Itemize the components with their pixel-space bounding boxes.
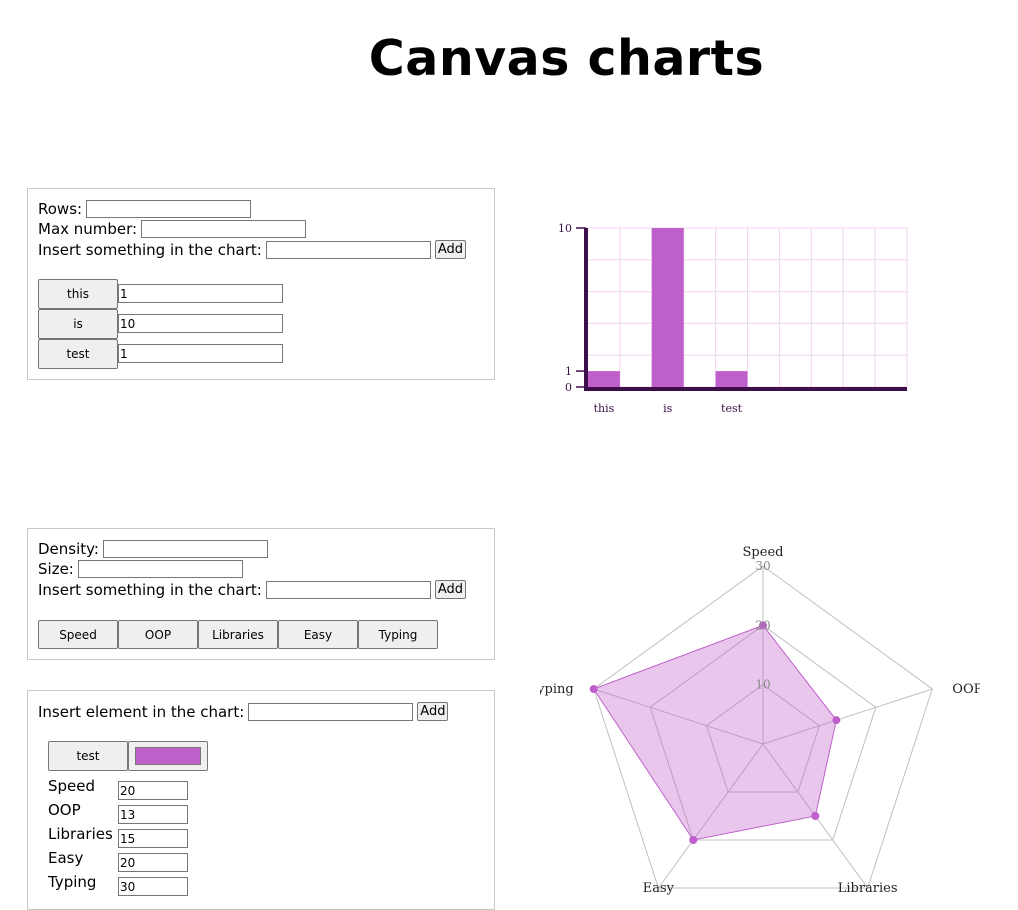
stat-input-oop[interactable] <box>118 805 188 824</box>
radar-ring <box>705 684 821 793</box>
stat-input-speed[interactable] <box>118 781 188 800</box>
bar-item-button[interactable]: this <box>38 279 118 309</box>
max-number-input[interactable] <box>141 220 307 238</box>
radar-spoke <box>593 688 764 745</box>
stat-input-typing[interactable] <box>118 877 188 896</box>
radar-point <box>832 716 841 725</box>
radar-chart-form: Density: Size: Insert something in the c… <box>27 528 495 660</box>
radar-ring <box>649 624 877 841</box>
radar-axis-label: Easy <box>643 881 675 896</box>
y-tick-label: 1 <box>565 365 572 378</box>
bar-insert-row: Insert something in the chart: Add <box>38 240 467 259</box>
bar-insert-input[interactable] <box>265 240 431 259</box>
max-number-label: Max number: <box>38 220 138 238</box>
bar-chart: this is test 0 1 10 <box>558 222 908 415</box>
density-input[interactable] <box>103 540 268 558</box>
radar-ring-label: 10 <box>755 678 770 692</box>
radar-insert-label: Insert something in the chart: <box>38 580 262 599</box>
element-form: Insert element in the chart: Add test Sp… <box>27 690 495 910</box>
stat-input-libraries[interactable] <box>118 829 188 848</box>
category-button-speed[interactable]: Speed <box>38 620 118 649</box>
stat-label-speed: Speed <box>48 777 96 795</box>
radar-series-area <box>592 624 837 841</box>
category-button-easy[interactable]: Easy <box>278 620 358 649</box>
bar-item-value-input[interactable] <box>118 314 283 333</box>
rows-row: Rows: <box>38 200 252 218</box>
stat-label-typing: Typing <box>48 873 97 891</box>
element-insert-input[interactable] <box>248 702 414 721</box>
category-button-typing[interactable]: Typing <box>358 620 438 649</box>
radar-spoke <box>657 743 764 889</box>
page-title: Canvas charts <box>368 30 765 87</box>
rows-input[interactable] <box>86 200 252 218</box>
stat-input-easy[interactable] <box>118 853 188 872</box>
element-insert-label: Insert element in the chart: <box>38 702 245 721</box>
stat-label-libraries: Libraries <box>48 825 113 843</box>
radar-axis-label: Speed <box>743 545 784 560</box>
element-add-button[interactable]: Add <box>417 702 449 721</box>
stat-label-easy: Easy <box>48 849 84 867</box>
radar-ring-label: 30 <box>755 559 770 573</box>
radar-point <box>759 621 767 630</box>
bar <box>715 371 748 387</box>
x-tick-label: test <box>721 402 743 415</box>
radar-axis-label: OOP <box>952 682 980 697</box>
bar-item-value-input[interactable] <box>118 284 283 303</box>
density-row: Density: <box>38 540 268 558</box>
bar-item-value-input[interactable] <box>118 344 283 363</box>
radar-point <box>589 684 598 693</box>
x-tick-label: is <box>663 402 673 415</box>
bar <box>651 228 684 387</box>
radar-ring-label: 20 <box>755 618 770 632</box>
bar-insert-label: Insert something in the chart: <box>38 240 262 259</box>
radar-point <box>811 812 820 821</box>
y-tick-label: 0 <box>565 381 572 394</box>
radar-insert-row: Insert something in the chart: Add <box>38 580 467 599</box>
size-input[interactable] <box>77 560 243 578</box>
stat-label-oop: OOP <box>48 801 81 819</box>
element-color-picker[interactable] <box>128 741 208 771</box>
bar-add-button[interactable]: Add <box>434 240 467 259</box>
size-row: Size: <box>38 560 243 578</box>
radar-axis-label: Libraries <box>838 881 898 896</box>
rows-label: Rows: <box>38 200 83 218</box>
radar-add-button[interactable]: Add <box>434 580 467 599</box>
radar-point <box>689 836 698 845</box>
radar-axis-label: Typing <box>540 682 574 697</box>
bar-chart-form: Rows: Max number: Insert something in th… <box>27 188 495 380</box>
bar <box>588 371 620 387</box>
radar-ring <box>593 565 933 889</box>
category-button-oop[interactable]: OOP <box>118 620 198 649</box>
size-label: Size: <box>38 560 74 578</box>
element-name-button[interactable]: test <box>48 741 128 771</box>
density-label: Density: <box>38 540 99 558</box>
radar-insert-input[interactable] <box>265 580 431 599</box>
color-swatch <box>135 747 201 765</box>
max-number-row: Max number: <box>38 220 307 238</box>
category-button-libraries[interactable]: Libraries <box>198 620 278 649</box>
x-tick-label: this <box>594 402 615 415</box>
radar-spoke <box>762 688 933 745</box>
element-insert-row: Insert element in the chart: Add <box>38 702 449 721</box>
bar-item-button[interactable]: is <box>38 309 118 339</box>
y-tick-label: 10 <box>558 222 572 235</box>
bar-item-button[interactable]: test <box>38 339 118 369</box>
